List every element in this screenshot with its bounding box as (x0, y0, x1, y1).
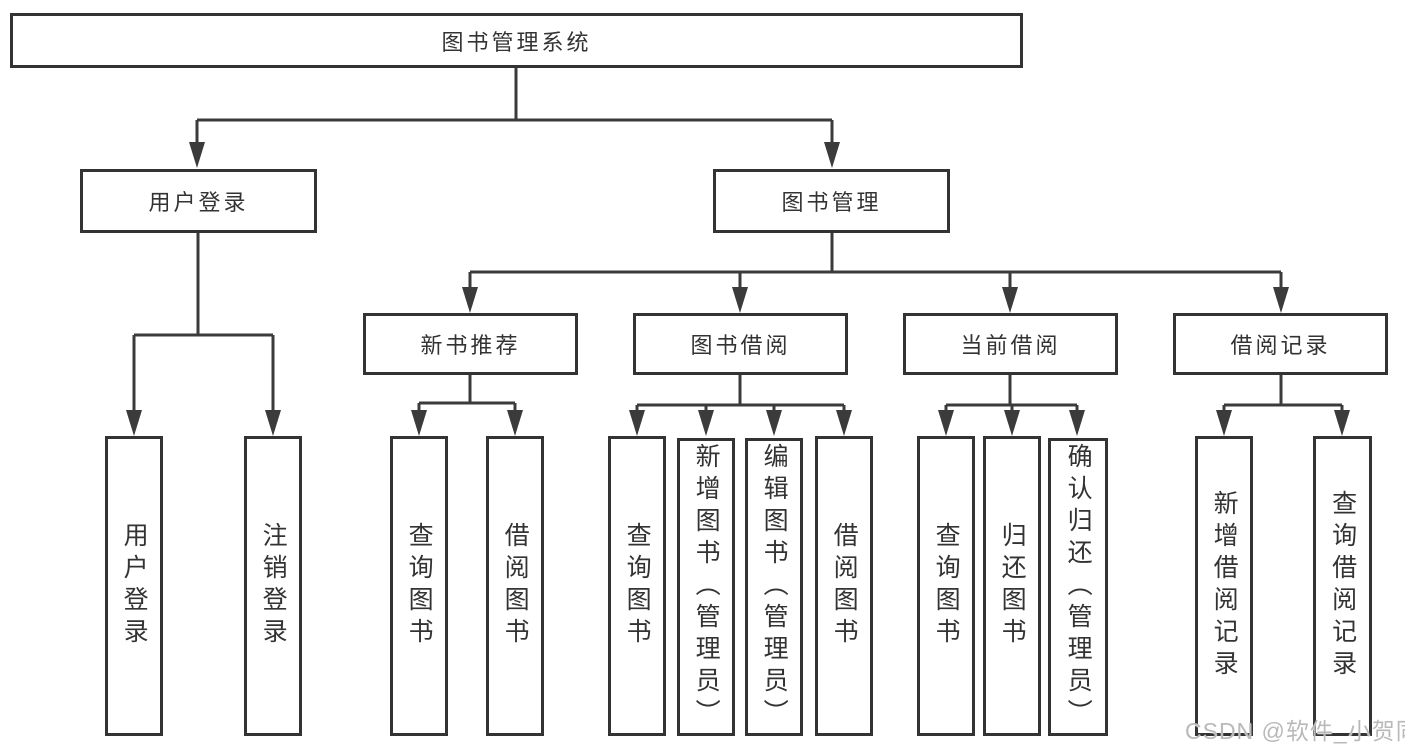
node-book-borrowing: 图书借阅 (633, 313, 848, 375)
leaf-search-books-recommend-label: 查询图书 (405, 522, 434, 650)
leaf-search-books-borrowing-label: 查询图书 (623, 522, 652, 650)
leaf-confirm-return-admin: 确认归还（管理员） (1048, 438, 1108, 736)
leaf-search-borrow-record: 查询借阅记录 (1313, 436, 1372, 736)
leaf-search-books-borrowing: 查询图书 (608, 436, 666, 736)
node-user-login: 用户登录 (80, 169, 317, 233)
leaf-search-books-current: 查询图书 (917, 436, 975, 736)
node-current-borrowing: 当前借阅 (903, 313, 1118, 375)
node-user-login-label: 用户登录 (148, 190, 249, 215)
leaf-edit-book-admin: 编辑图书（管理员） (745, 438, 803, 736)
leaf-borrow-books-borrowing-label: 借阅图书 (830, 522, 859, 650)
node-root-label: 图书管理系统 (441, 29, 592, 55)
leaf-add-book-admin-label: 新增图书（管理员） (692, 443, 721, 731)
leaf-confirm-return-admin-label: 确认归还（管理员） (1064, 443, 1093, 731)
node-book-management: 图书管理 (713, 169, 950, 233)
leaf-add-borrow-record: 新增借阅记录 (1195, 436, 1253, 736)
node-new-book-recommendation: 新书推荐 (363, 313, 578, 375)
node-book-borrowing-label: 图书借阅 (690, 333, 791, 358)
leaf-logout: 注销登录 (244, 436, 302, 736)
leaf-search-books-current-label: 查询图书 (932, 522, 961, 650)
node-borrowing-records-label: 借阅记录 (1230, 333, 1331, 358)
leaf-return-books: 归还图书 (983, 436, 1041, 736)
leaf-search-books-recommend: 查询图书 (390, 436, 448, 736)
node-current-borrowing-label: 当前借阅 (960, 333, 1061, 358)
node-borrowing-records: 借阅记录 (1173, 313, 1388, 375)
leaf-borrow-books-borrowing: 借阅图书 (815, 436, 873, 736)
leaf-borrow-books-recommend-label: 借阅图书 (501, 522, 530, 650)
leaf-edit-book-admin-label: 编辑图书（管理员） (760, 443, 789, 731)
node-new-book-recommendation-label: 新书推荐 (420, 333, 521, 358)
leaf-logout-label: 注销登录 (259, 522, 288, 650)
node-root: 图书管理系统 (10, 13, 1023, 68)
leaf-return-books-label: 归还图书 (998, 522, 1027, 650)
node-book-management-label: 图书管理 (781, 190, 882, 215)
leaf-user-login-label: 用户登录 (120, 522, 149, 650)
leaf-user-login: 用户登录 (105, 436, 163, 736)
leaf-search-borrow-record-label: 查询借阅记录 (1328, 490, 1357, 682)
leaf-add-borrow-record-label: 新增借阅记录 (1210, 490, 1239, 682)
leaf-add-book-admin: 新增图书（管理员） (677, 438, 735, 736)
leaf-borrow-books-recommend: 借阅图书 (486, 436, 544, 736)
watermark-text: CSDN @软件_小贺同学 (1185, 718, 1405, 744)
